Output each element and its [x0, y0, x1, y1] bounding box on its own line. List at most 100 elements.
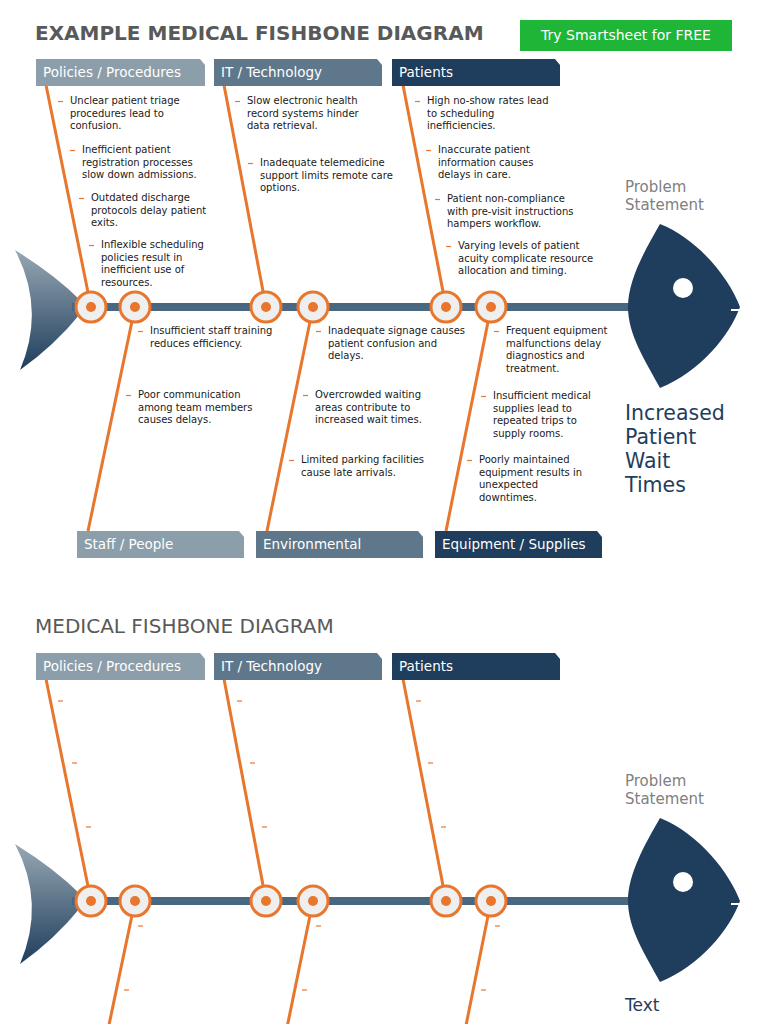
bullet-dash	[70, 150, 75, 151]
cause-text: Inefficient patient registration process…	[82, 144, 210, 182]
cause-text: Varying levels of patient acuity complic…	[458, 240, 608, 278]
cause-text: Insufficient staff training reduces effi…	[150, 325, 295, 350]
cause-text: Overcrowded waiting areas contribute to …	[315, 389, 435, 427]
bone-joint	[76, 292, 106, 322]
joint-dot	[486, 896, 496, 906]
bone-joint	[298, 886, 328, 916]
bullet-dash	[235, 101, 240, 102]
bullet-dash	[58, 700, 63, 701]
category-band: Patients	[392, 653, 560, 680]
category-name: Environmental	[256, 531, 423, 558]
cause-text: High no-show rates lead to scheduling in…	[427, 95, 560, 133]
cause-text: Insufficient medical supplies lead to re…	[493, 390, 601, 440]
problem-heading: Problem Statement	[625, 178, 725, 214]
fish-bone	[287, 901, 313, 1024]
joint-dot	[86, 896, 96, 906]
band-fill	[256, 531, 423, 558]
cause-text: Inadequate telemedicine support limits r…	[260, 157, 394, 195]
fish-eye	[673, 872, 693, 892]
fish-skeleton	[15, 85, 741, 531]
diagram-title: EXAMPLE MEDICAL FISHBONE DIAGRAM	[35, 20, 484, 46]
bullet-dash	[72, 762, 77, 763]
fish-tail	[15, 250, 80, 370]
cause-text: Poorly maintained equipment results in u…	[479, 454, 584, 504]
category-name: Policies / Procedures	[36, 59, 205, 86]
bullet-dash	[86, 826, 91, 827]
bullet-dash	[237, 700, 242, 701]
bullet-dash	[467, 460, 472, 461]
category-name: Staff / People	[77, 531, 244, 558]
bone-joint	[120, 292, 150, 322]
joint-dot	[86, 302, 96, 312]
category-band: Patients	[392, 59, 560, 86]
band-fill	[392, 59, 560, 86]
joint-dot	[308, 302, 318, 312]
fish-head	[628, 818, 740, 982]
band-fill	[214, 653, 382, 680]
category-band: IT / Technology	[214, 59, 382, 86]
problem-statement: Increased Patient Wait Times	[625, 401, 735, 497]
fish-bone	[108, 901, 135, 1024]
band-fill	[77, 531, 244, 558]
cause-text: Outdated discharge protocols delay patie…	[91, 192, 221, 230]
bullet-dash	[138, 331, 143, 332]
bullet-dash	[262, 826, 267, 827]
fish-eye	[673, 278, 693, 298]
bone-joint	[120, 886, 150, 916]
category-name: IT / Technology	[214, 59, 382, 86]
bone-joint	[251, 292, 281, 322]
cause-text: Frequent equipment malfunctions delay di…	[506, 325, 618, 375]
cause-text: Slow electronic health record systems hi…	[247, 95, 373, 133]
bullet-dash	[481, 396, 486, 397]
fish-bone	[267, 307, 313, 531]
fish-skeleton	[15, 679, 741, 1024]
button-fill	[520, 20, 732, 51]
category-name: Policies / Procedures	[36, 653, 205, 680]
cause-text: Poor communication among team members ca…	[138, 389, 263, 427]
band-fill	[36, 653, 205, 680]
bullet-dash	[289, 460, 294, 461]
fish-bone	[224, 679, 266, 901]
bullet-dash	[126, 395, 131, 396]
category-band: Policies / Procedures	[36, 59, 205, 86]
joint-dot	[130, 896, 140, 906]
bullet-dash	[415, 101, 420, 102]
category-name: Patients	[392, 653, 560, 680]
cta-button: Try Smartsheet for FREE	[520, 20, 732, 51]
cause-text: Patient non-compliance with pre-visit in…	[447, 193, 587, 231]
bullet-dash	[89, 245, 94, 246]
joint-dot	[261, 896, 271, 906]
category-band: Staff / People	[77, 531, 244, 558]
cause-text: Limited parking facilities cause late ar…	[301, 454, 446, 479]
bullet-dash	[494, 331, 499, 332]
fish-spine	[72, 897, 690, 905]
fish-bone	[403, 679, 446, 901]
problem-statement: Text	[625, 995, 725, 1015]
band-fill	[392, 653, 560, 680]
category-band: Environmental	[256, 531, 423, 558]
button-label: Try Smartsheet for FREE	[520, 20, 732, 51]
bullet-dash	[495, 925, 500, 926]
bullet-dash	[79, 198, 84, 199]
category-name: IT / Technology	[214, 653, 382, 680]
joint-dot	[308, 896, 318, 906]
bullet-dash	[124, 989, 129, 990]
fish-tail	[15, 844, 80, 964]
bullet-dash	[426, 150, 431, 151]
bullet-dash	[428, 762, 433, 763]
bullet-dash	[316, 925, 321, 926]
bullet-dash	[446, 246, 451, 247]
bullet-dash	[416, 700, 421, 701]
band-fill	[36, 59, 205, 86]
category-name: Equipment / Supplies	[435, 531, 602, 558]
fish-mouth	[731, 903, 741, 905]
joint-dot	[261, 302, 271, 312]
band-fill	[214, 59, 382, 86]
bone-joint	[298, 292, 328, 322]
bone-joint	[431, 292, 461, 322]
bullet-dash	[316, 331, 321, 332]
fish-spine	[72, 303, 690, 311]
fish-bone	[465, 901, 491, 1024]
bullet-dash	[303, 395, 308, 396]
category-name: Patients	[392, 59, 560, 86]
